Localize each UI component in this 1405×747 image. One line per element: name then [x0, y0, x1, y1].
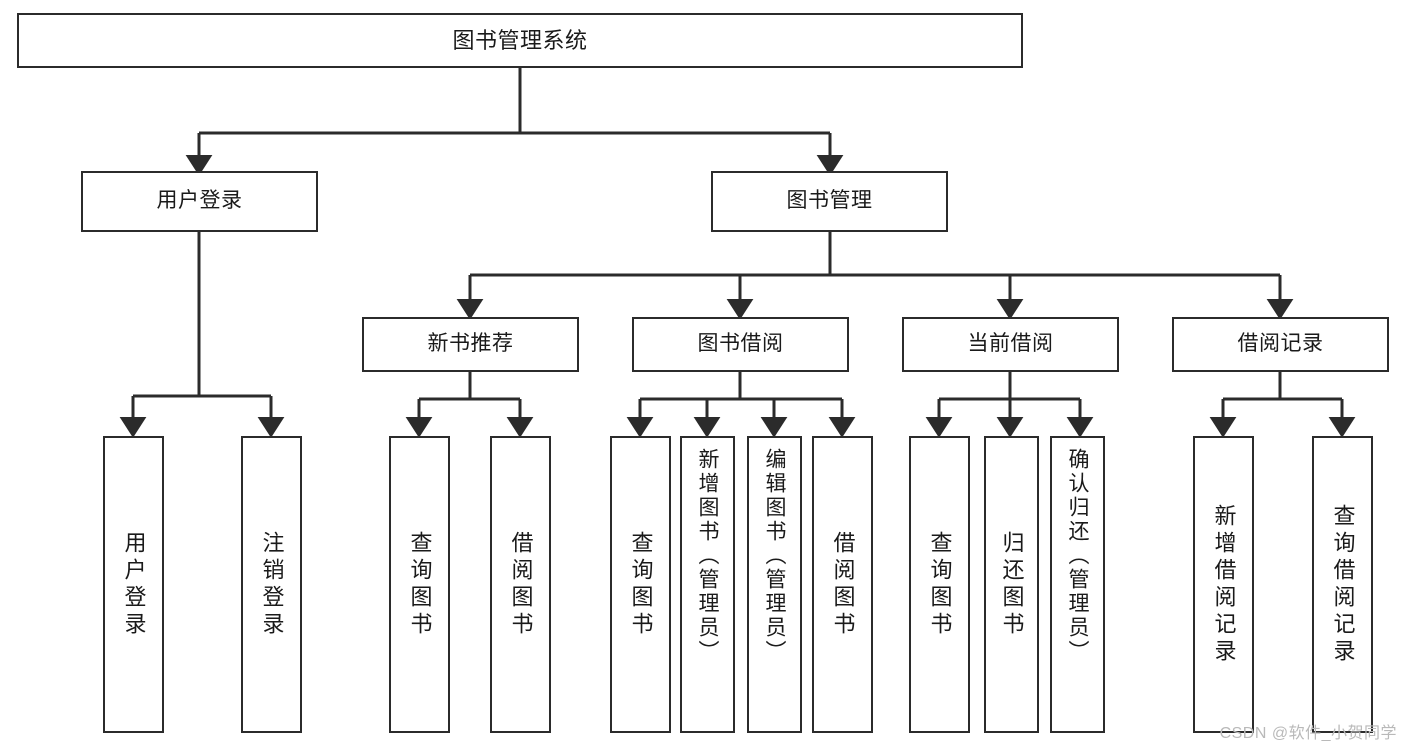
leaf-rec-borrow[interactable]: 借阅图书	[490, 436, 551, 733]
leaf-user-login-label: 用户登录	[121, 530, 147, 639]
leaf-return-book[interactable]: 归还图书	[984, 436, 1039, 733]
leaf-rec-query-label: 查询图书	[407, 530, 433, 639]
leaf-add-book[interactable]: 新增图书（管理员）	[680, 436, 735, 733]
node-current-borrow-label: 当前借阅	[967, 332, 1054, 356]
leaf-edit-book-label: 编辑图书（管理员）	[763, 448, 786, 664]
leaf-query-record[interactable]: 查询借阅记录	[1312, 436, 1373, 733]
node-root[interactable]: 图书管理系统	[17, 13, 1023, 68]
leaf-query-record-label: 查询借阅记录	[1330, 503, 1356, 666]
node-book-borrow[interactable]: 图书借阅	[632, 317, 849, 372]
leaf-confirm-return-label: 确认归还（管理员）	[1066, 448, 1089, 664]
node-book-manage[interactable]: 图书管理	[711, 171, 948, 232]
leaf-borrow-query-label: 查询图书	[628, 530, 654, 639]
leaf-add-record[interactable]: 新增借阅记录	[1193, 436, 1254, 733]
leaf-add-record-label: 新增借阅记录	[1211, 503, 1237, 666]
leaf-add-book-label: 新增图书（管理员）	[696, 448, 719, 664]
node-current-borrow[interactable]: 当前借阅	[902, 317, 1119, 372]
leaf-cur-query[interactable]: 查询图书	[909, 436, 970, 733]
leaf-rec-borrow-label: 借阅图书	[508, 530, 534, 639]
leaf-borrow-book[interactable]: 借阅图书	[812, 436, 873, 733]
leaf-rec-query[interactable]: 查询图书	[389, 436, 450, 733]
leaf-borrow-book-label: 借阅图书	[830, 530, 856, 639]
leaf-confirm-return[interactable]: 确认归还（管理员）	[1050, 436, 1105, 733]
node-root-label: 图书管理系统	[452, 27, 588, 53]
leaf-user-login[interactable]: 用户登录	[103, 436, 164, 733]
node-book-borrow-label: 图书借阅	[697, 332, 784, 356]
leaf-return-book-label: 归还图书	[999, 530, 1025, 639]
leaf-borrow-query[interactable]: 查询图书	[610, 436, 671, 733]
node-new-book-rec[interactable]: 新书推荐	[362, 317, 579, 372]
node-borrow-record[interactable]: 借阅记录	[1172, 317, 1389, 372]
leaf-user-logout-label: 注销登录	[259, 530, 285, 639]
node-new-book-rec-label: 新书推荐	[427, 332, 514, 356]
node-book-manage-label: 图书管理	[786, 189, 873, 213]
node-borrow-record-label: 借阅记录	[1237, 332, 1324, 356]
node-user-login[interactable]: 用户登录	[81, 171, 318, 232]
leaf-cur-query-label: 查询图书	[927, 530, 953, 639]
leaf-user-logout[interactable]: 注销登录	[241, 436, 302, 733]
node-user-login-label: 用户登录	[156, 189, 243, 213]
leaf-edit-book[interactable]: 编辑图书（管理员）	[747, 436, 802, 733]
